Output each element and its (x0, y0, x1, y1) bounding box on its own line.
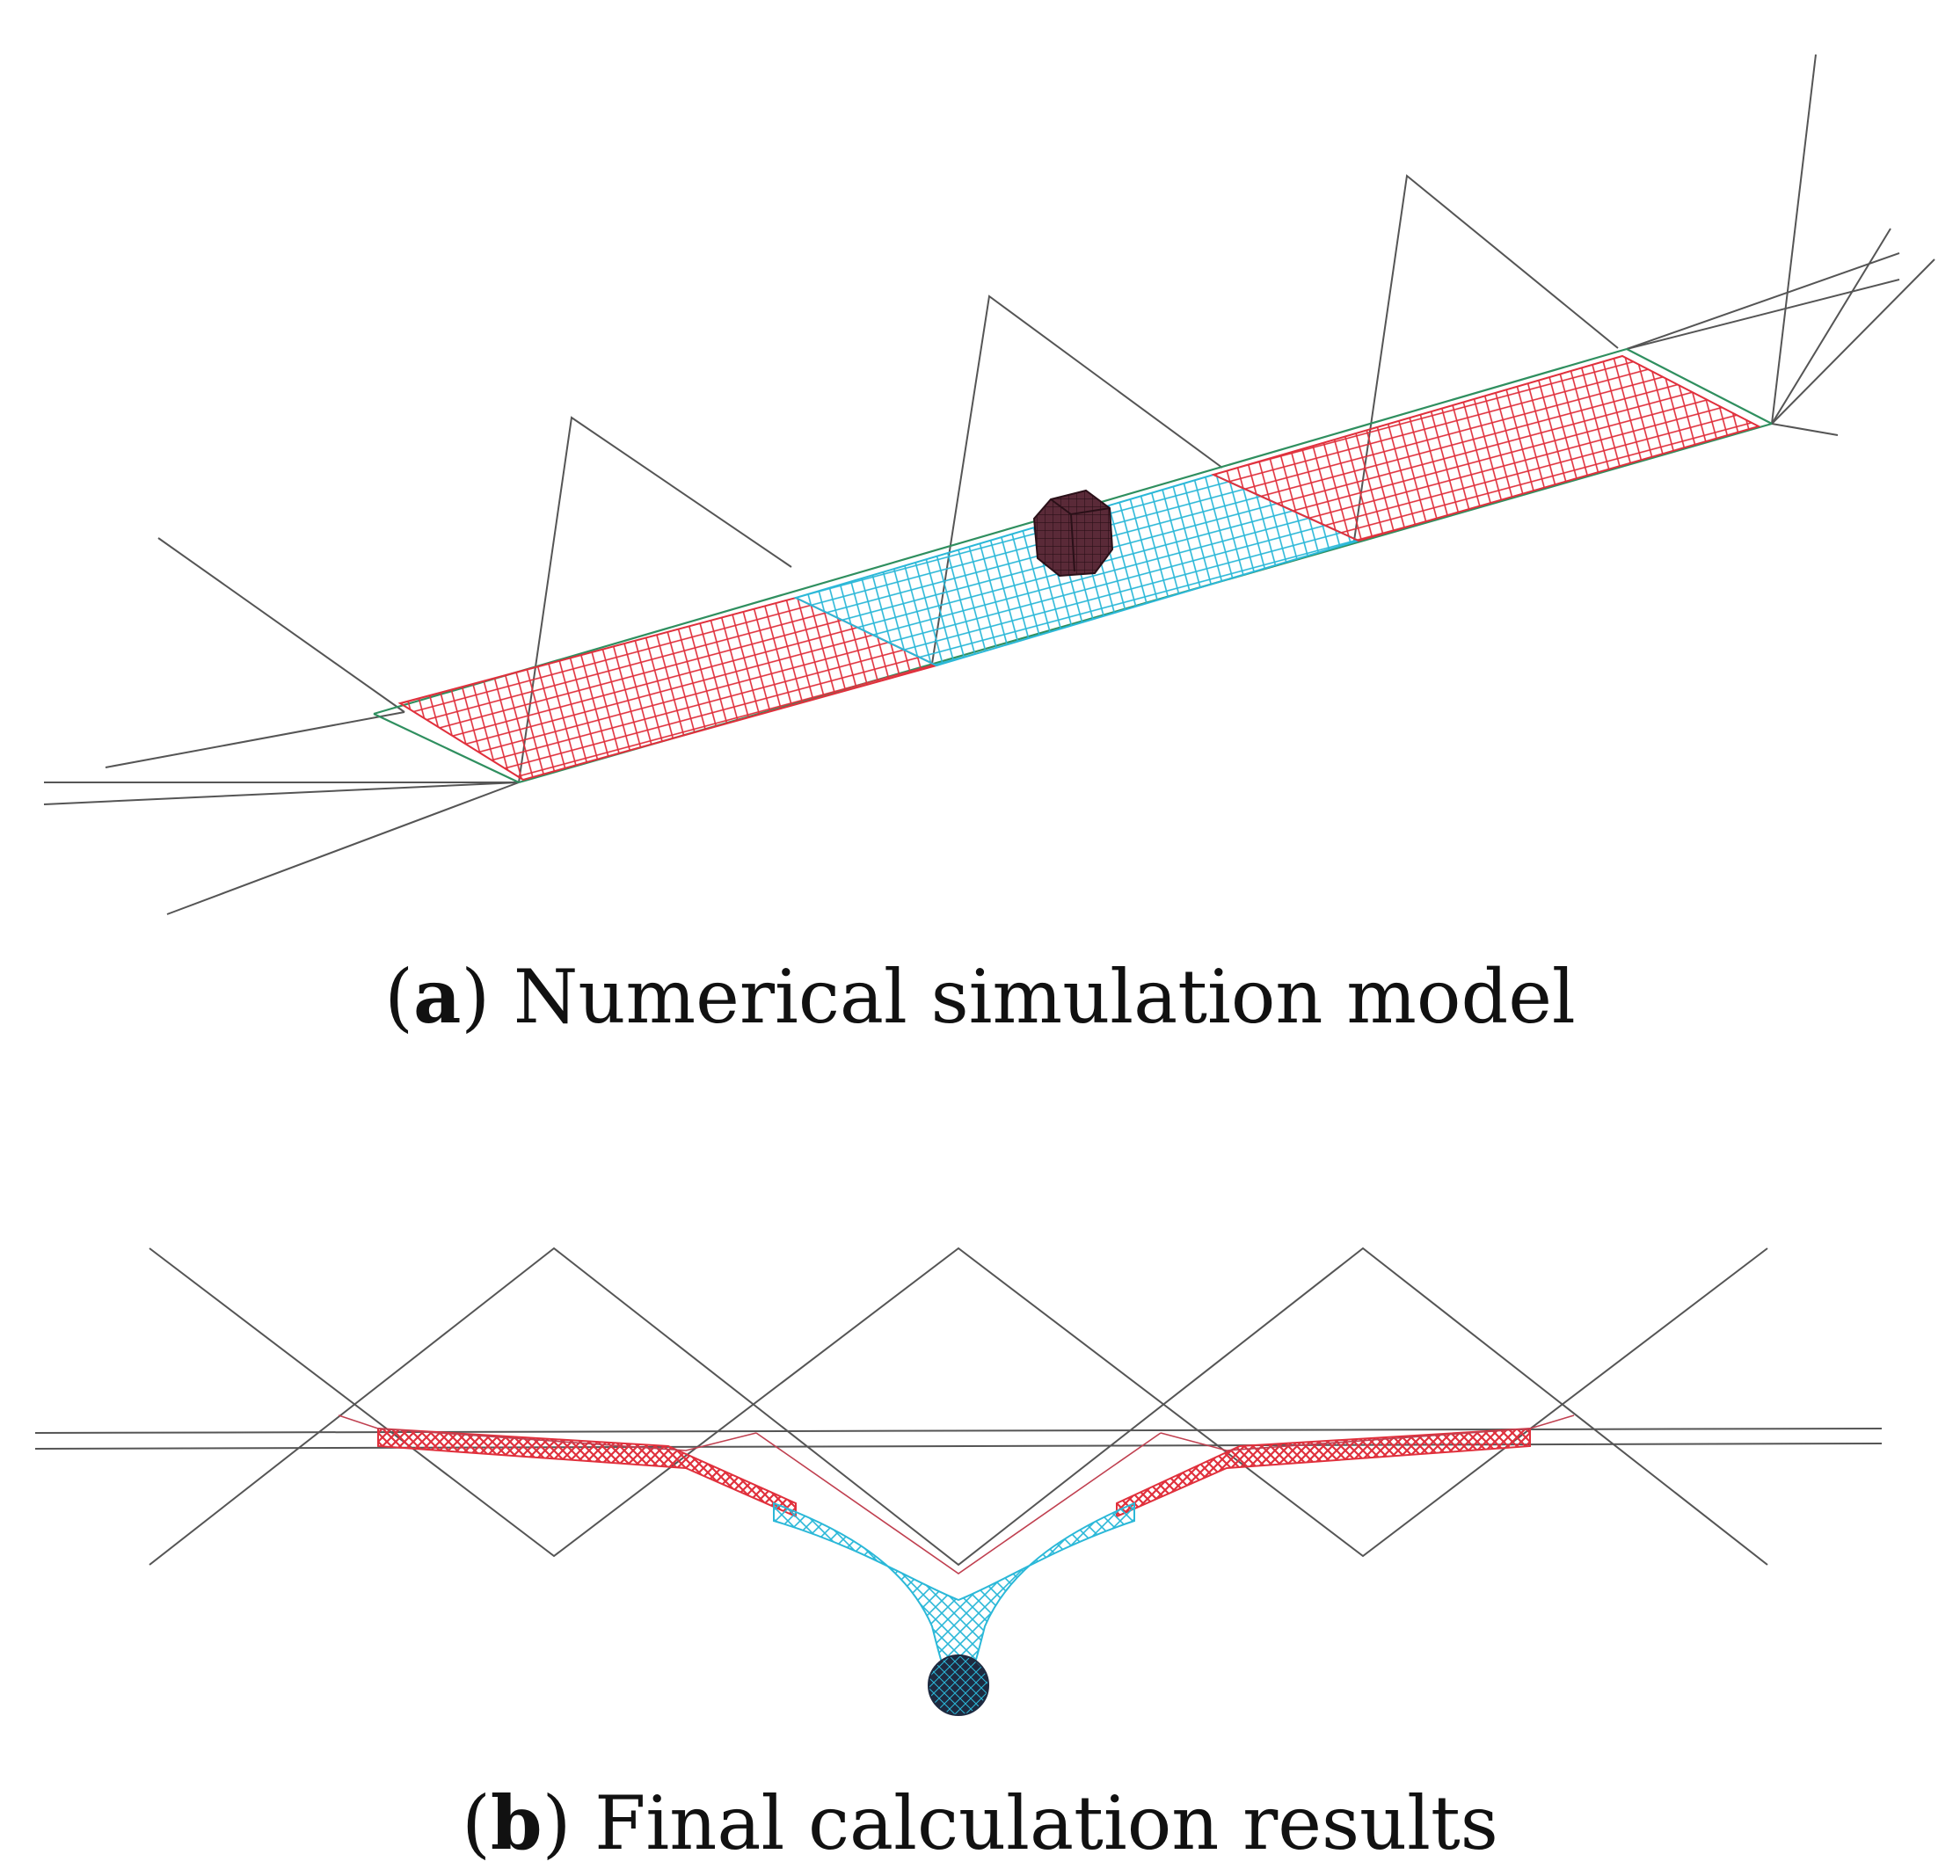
net-panel-right (1211, 354, 1761, 542)
frame-lines (43, 54, 1935, 915)
net-deformed-middle (773, 1502, 1135, 1707)
net-deformed-left (377, 1427, 797, 1518)
panel-b-diagram (34, 1247, 1883, 1716)
boulder-icon (1032, 489, 1114, 578)
frame-lines-b (34, 1247, 1883, 1567)
upper-ropes-b (338, 1414, 1575, 1574)
net-deformed-right (1116, 1427, 1531, 1518)
caption-b-letter: b (490, 1779, 543, 1866)
panel-b-final-results: (b) Final calculation results (0, 1213, 1960, 1860)
caption-b: (b) Final calculation results (462, 1779, 1498, 1866)
caption-a: (a) Numerical simulation model (384, 953, 1576, 1040)
caption-b-text: Final calculation results (594, 1780, 1498, 1866)
caption-a-text: Numerical simulation model (513, 954, 1576, 1040)
panel-a-diagram (43, 54, 1935, 915)
boulder-icon (928, 1654, 989, 1716)
panel-a-simulation-model: (a) Numerical simulation model (0, 0, 1960, 1034)
caption-a-letter: a (412, 953, 462, 1040)
